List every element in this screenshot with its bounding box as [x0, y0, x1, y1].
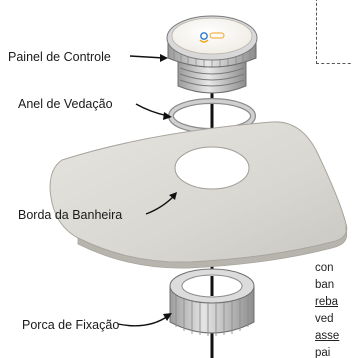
leader-control-panel — [129, 55, 165, 59]
leader-sealing-ring — [135, 103, 169, 117]
side-text-link[interactable]: reba — [315, 296, 339, 308]
leader-fixing-nut — [117, 315, 169, 327]
dashed-frame — [316, 0, 353, 64]
arrowhead-sealing-ring — [163, 112, 172, 120]
tub-rim-part — [49, 121, 348, 269]
leader-tub-rim — [145, 195, 175, 215]
arrowheads — [160, 54, 177, 321]
arrowhead-fixing-nut — [163, 313, 172, 321]
side-text-line: con — [315, 262, 334, 274]
side-text-line: pai — [315, 347, 331, 358]
control-panel-part — [166, 15, 258, 94]
label-tub-rim: Borda da Banheira — [18, 208, 123, 222]
arrowhead-control-panel — [160, 54, 168, 62]
label-control-panel: Painel de Controle — [8, 50, 111, 64]
label-sealing-ring: Anel de Vedação — [18, 97, 113, 111]
fixing-nut-part — [169, 268, 255, 336]
side-text-line: ban — [315, 279, 335, 291]
side-text-link[interactable]: asse — [315, 330, 340, 342]
label-fixing-nut: Porca de Fixação — [22, 318, 120, 332]
arrowhead-tub-rim — [169, 192, 177, 200]
side-text-line: ved — [315, 313, 334, 325]
